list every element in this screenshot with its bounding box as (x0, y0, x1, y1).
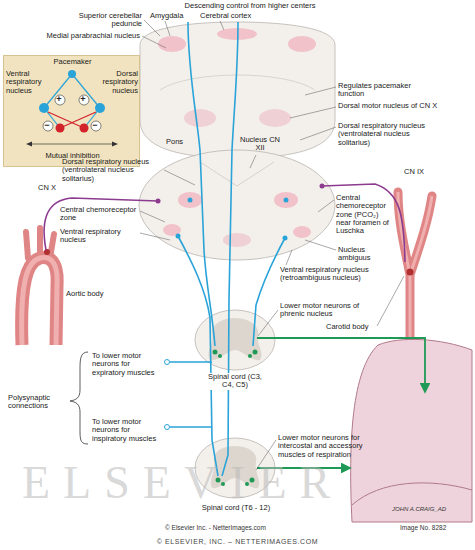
image-number: Image No. 8282 (400, 525, 470, 532)
inset-label: Pacemaker (44, 58, 101, 66)
structure-label: Nucleus ambiguus (338, 246, 393, 263)
structure-label: Medial parabrachial nucleus (38, 32, 140, 40)
structure-label: Lower motor neurons for intercostal and … (278, 434, 373, 459)
excitation-sign: + (79, 94, 87, 104)
inhibition-sign: − (43, 120, 51, 130)
pathway-label: To lower motor neurons for expiratory mu… (92, 352, 162, 377)
structure-label: Ventral respiratory nucleus (retroambigu… (280, 266, 372, 283)
structure-label: Lower motor neurons of phrenic nucleus (280, 302, 368, 319)
structure-label: Aortic body (66, 290, 116, 298)
inhibition-sign: − (91, 120, 99, 130)
section-label: Spinal cord (C3, C4, C5) (205, 373, 265, 390)
nerve-label: CN IX (404, 168, 434, 176)
inset-label: Dorsal respiratory nucleus (98, 70, 138, 95)
pacemaker-inset: PacemakerVentral respiratory nucleus Dors… (3, 55, 140, 167)
structure-label: Carotid body (326, 323, 376, 331)
heading-label: Descending control from higher centers (170, 2, 330, 10)
structure-label: Central chemoreceptor zone (60, 206, 138, 223)
copyright-note: © Elsevier Inc. - NetterImages.com (165, 525, 315, 532)
inset-label: Ventral respiratory nucleus (6, 70, 48, 95)
pathway-label: To lower motor neurons for inspiratory m… (92, 418, 162, 443)
structure-label: Dorsal respiratory nucleus (ventrolatera… (62, 158, 162, 183)
structure-label: Nucleus CN XII (240, 136, 280, 153)
excitation-sign: + (55, 94, 63, 104)
nerve-label: CN X (38, 184, 68, 192)
pathway-label: Polysynaptic connections (8, 394, 66, 411)
structure-label: Central chemoreceptor zone (PCO₂) near f… (336, 194, 394, 235)
copyright-note: © ELSEVIER, INC. – NETTERIMAGES.COM (0, 538, 475, 545)
structure-label: Superior cerebellar peduncle (58, 12, 142, 29)
structure-label: Dorsal motor nucleus of CN X (338, 102, 438, 110)
structure-label: Cerebral cortex (200, 12, 260, 20)
structure-label: Dorsal respiratory nucleus (ventrolatera… (338, 122, 438, 147)
structure-label: Amygdala (150, 12, 190, 20)
structure-label: Pons (166, 138, 196, 146)
structure-label: Regulates pacemaker function (338, 82, 438, 99)
watermark: ELSEVIER (22, 460, 462, 506)
structure-label: Ventral respiratory nucleus (60, 228, 138, 245)
artist-signature: JOHN A.CRAIG_AD (392, 506, 467, 512)
section-label: Spinal cord (T6 - 12) (196, 504, 276, 512)
